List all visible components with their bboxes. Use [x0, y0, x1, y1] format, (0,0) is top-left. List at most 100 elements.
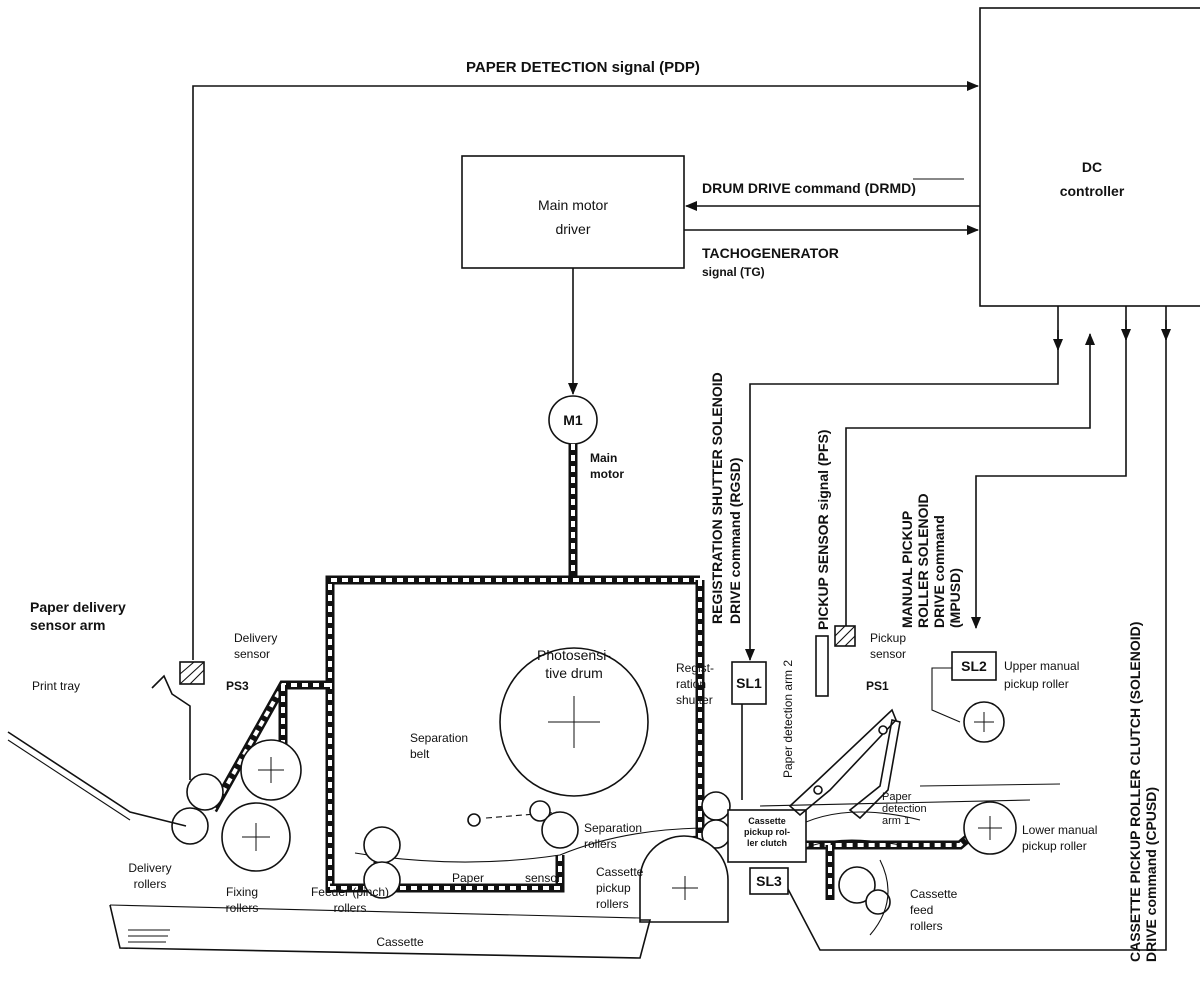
pfs-label: PICKUP SENSOR signal (PFS): [815, 430, 831, 630]
delivery-sensor-label-1: Delivery: [234, 631, 277, 645]
paper-arm-1-label-2: detection: [882, 803, 927, 815]
motor-id: M1: [563, 412, 583, 428]
paper-label: Paper: [452, 871, 484, 885]
motor-label-2: motor: [590, 467, 624, 481]
paper-arm-1-label-1: Paper: [882, 791, 912, 803]
separation-belt-label-2: belt: [410, 747, 430, 761]
lower-manual-label-2: pickup roller: [1022, 839, 1087, 853]
paper-delivery-arm-label-2: sensor arm: [30, 617, 105, 633]
cassette-pickup-rollers: [639, 835, 729, 923]
paper-detection-arm-1: [848, 719, 901, 820]
tg-signal-line: TACHOGENERATOR signal (TG): [684, 225, 979, 279]
mpusd-label-3: DRIVE command: [931, 515, 947, 628]
fixing-rollers-label-1: Fixing: [226, 885, 258, 899]
paper-delivery-sensor-arm: [151, 674, 191, 780]
drmd-signal-label: DRUM DRIVE command (DRMD): [702, 180, 916, 196]
dc-controller: DC controller: [979, 7, 1200, 307]
delivery-rollers-label-2: rollers: [134, 877, 167, 891]
rgsd-label-1: REGISTRATION SHUTTER SOLENOID: [709, 372, 725, 624]
pdp-signal-line: PAPER DETECTION signal (PDP): [192, 59, 979, 660]
upper-manual-pickup-roller: [963, 701, 1005, 743]
motor-driver-label-1: Main motor: [538, 197, 608, 213]
clutch-label-1: Cassette: [748, 816, 786, 826]
paper-sensor-label: sensor: [525, 871, 561, 885]
separation-belt-label-1: Separation: [410, 731, 468, 745]
cassette: Cassette: [109, 904, 652, 959]
separation-belt-pulley: [467, 813, 481, 827]
mpusd-label-2: ROLLER SOLENOID: [915, 493, 931, 628]
feeder-rollers-label-2: rollers: [334, 901, 367, 915]
mpusd-label-1: MANUAL PICKUP: [899, 511, 915, 628]
mpusd-signal-line: [971, 306, 1131, 629]
cassette-pickup-label-1: Cassette: [596, 865, 644, 879]
cpusd-label-1: CASSETTE PICKUP ROLLER CLUTCH (SOLENOID): [1127, 622, 1143, 962]
drum-label-2: tive drum: [545, 665, 603, 681]
registration-rollers: [701, 791, 731, 849]
cassette-pickup-label-3: rollers: [596, 897, 629, 911]
ps1-label: PS1: [866, 679, 889, 693]
cassette-feed-rollers: [838, 866, 891, 915]
delivery-sensor-label-2: sensor: [234, 647, 270, 661]
dc-controller-label-2: controller: [1060, 183, 1125, 199]
upper-manual-label-1: Upper manual: [1004, 659, 1079, 673]
reg-shutter-label-2: ration: [676, 677, 706, 691]
pickup-sensor: [815, 625, 856, 697]
rgsd-label-2: DRIVE command (RGSD): [727, 458, 743, 624]
mpusd-label-4: (MPUSD): [947, 568, 963, 628]
delivery-rollers-label-1: Delivery: [128, 861, 171, 875]
sl1-label: SL1: [736, 675, 762, 691]
delivery-rollers: [171, 773, 224, 845]
motor-driver-label-2: driver: [555, 221, 590, 237]
main-motor-driver: Main motor driver: [461, 155, 685, 269]
lower-manual-label-1: Lower manual: [1022, 823, 1097, 837]
sl2-label: SL2: [961, 658, 987, 674]
photosensitive-drum: Photosensi- tive drum: [499, 647, 649, 797]
paper-arm-2-label: Paper detection arm 2: [781, 660, 795, 778]
print-tray-label: Print tray: [32, 679, 80, 693]
separation-rollers-label-2: rollers: [584, 837, 617, 851]
drmd-signal-line: DRUM DRIVE command (DRMD): [685, 178, 980, 211]
paper-arm-1-label-3: arm 1: [882, 815, 910, 827]
tg-signal-label-1: TACHOGENERATOR: [702, 245, 839, 261]
tg-signal-label-2: signal (TG): [702, 265, 765, 279]
reg-shutter-label-3: shutter: [676, 693, 713, 707]
cassette-label: Cassette: [376, 935, 424, 949]
feeder-rollers: [363, 826, 401, 899]
pdp-signal-label: PAPER DETECTION signal (PDP): [466, 59, 700, 76]
separation-rollers: [529, 800, 579, 849]
lower-manual-pickup-roller: [963, 801, 1017, 855]
cassette-pickup-label-2: pickup: [596, 881, 631, 895]
cassette-feed-label-3: rollers: [910, 919, 943, 933]
fixing-rollers-label-2: rollers: [226, 901, 259, 915]
paper-detection-arm-2: [788, 708, 897, 817]
pfs-signal-line: [845, 333, 1095, 626]
paper-delivery-arm-label-1: Paper delivery: [30, 599, 126, 615]
sl3-label: SL3: [756, 873, 782, 889]
drum-label-1: Photosensi-: [537, 647, 611, 663]
rgsd-signal-line: [745, 306, 1063, 661]
cassette-pickup-clutch: Cassette pickup rol- ler clutch: [727, 809, 807, 863]
sl3-solenoid: SL3: [749, 867, 789, 895]
reg-shutter-label-1: Regist-: [676, 661, 714, 675]
fixing-rollers: [221, 739, 302, 872]
cassette-feed-label-1: Cassette: [910, 887, 958, 901]
clutch-label-3: ler clutch: [747, 838, 787, 848]
clutch-label-2: pickup rol-: [744, 827, 790, 837]
cassette-feed-label-2: feed: [910, 903, 933, 917]
main-motor: M1 Main motor: [548, 395, 624, 481]
pickup-sensor-label-2: sensor: [870, 647, 906, 661]
feeder-rollers-label-1: Feeder (pinch): [311, 885, 389, 899]
paper-path: [354, 825, 761, 863]
dc-controller-label-1: DC: [1082, 159, 1102, 175]
print-tray: [7, 731, 187, 827]
cpusd-signal-line: [777, 306, 1171, 951]
separation-rollers-label-1: Separation: [584, 821, 642, 835]
ps3-label: PS3: [226, 679, 249, 693]
sl2-solenoid: SL2: [931, 651, 997, 723]
upper-manual-label-2: pickup roller: [1004, 677, 1069, 691]
sl1-solenoid: SL1: [731, 661, 767, 800]
cpusd-label-2: DRIVE command (CPUSD): [1143, 787, 1159, 962]
motor-label-1: Main: [590, 451, 617, 465]
pickup-sensor-label-1: Pickup: [870, 631, 906, 645]
